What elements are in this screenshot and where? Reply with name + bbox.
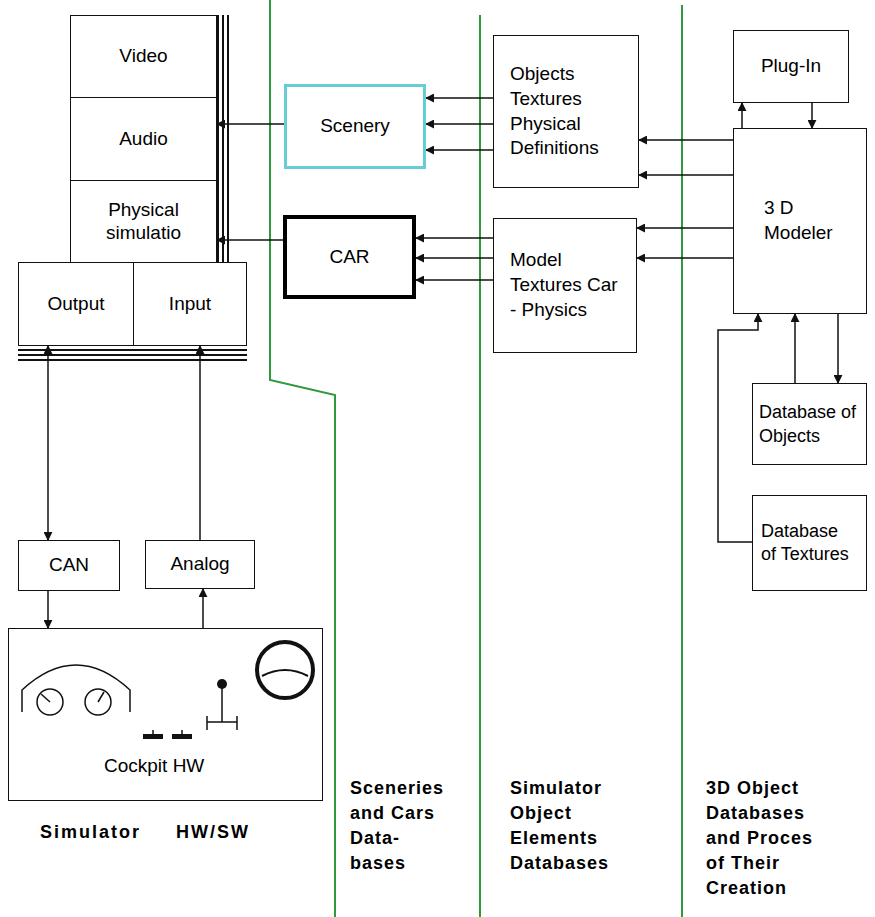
instrument-cluster [22,665,130,712]
connector-arrow [202,589,204,628]
box-text: Scenery [320,115,390,138]
connector-arrow [47,591,49,628]
column-caption: 3D Object Databases and Proces of Their … [706,776,834,901]
box-text: Cockpit HW [104,755,204,778]
bus-line [18,349,247,351]
process-box: Audio [70,97,217,181]
process-box: Output [18,262,134,346]
connector-arrow [199,346,201,540]
process-box: Objects Textures Physical Definitions [493,35,639,188]
process-box: Plug-In [733,30,849,103]
process-box: Physical simulatio [70,180,217,263]
connector-arrow [837,314,839,383]
box-text: Database of Textures [761,520,851,567]
box-text: CAN [49,554,89,577]
box-text: 3 D Modeler [764,196,854,245]
gear-stick [221,684,223,722]
connector-arrow [811,103,813,128]
connector-arrow [741,103,743,128]
connector-arrow [639,139,733,141]
pedal-symbol [172,734,192,739]
pedal-symbol [152,730,154,734]
bus-line [222,15,224,262]
pedal-symbol [181,730,183,734]
process-box: Database of Objects [752,383,867,465]
connector-arrow [217,239,283,241]
process-box: Scenery [284,84,426,169]
process-box: Input [133,262,247,346]
gauge-symbol [85,689,111,715]
connector-arrow [416,257,493,259]
gauge-needle [41,694,50,702]
box-text: Analog [170,553,229,576]
connector-arrow [426,149,493,151]
column-caption: Simulator Object Elements Databases [510,776,628,876]
pedal-symbol [143,734,163,739]
box-text: Video [119,45,167,68]
gauge-symbol [37,689,63,715]
bus-line [227,15,229,262]
gear-gate [206,716,208,730]
connector-arrow [639,174,733,176]
box-text: Input [169,293,211,316]
steering-wheel [257,642,313,698]
box-text: Objects Textures Physical Definitions [510,62,620,161]
connector-arrow [416,279,493,281]
connector-arrow [416,237,493,239]
connector-arrow [217,123,284,125]
box-text: Database of Objects [759,400,862,449]
connector-arrow [794,314,796,383]
box-text: Audio [119,128,168,151]
process-box: Video [70,15,217,98]
process-box: Database of Textures [752,495,867,591]
process-box: CAR [283,215,416,299]
process-box: Model Textures Car - Physics [493,218,637,353]
bus-line [18,359,247,361]
connector-arrow [637,257,733,259]
box-text: Physical simulatio [79,199,209,245]
column-caption: Sceneries and Cars Data- bases [350,776,462,876]
process-box: CAN [18,540,120,591]
connector-arrow [47,346,49,540]
separator-line [681,5,683,917]
bus-line [18,354,247,356]
process-box: 3 D Modeler [733,128,867,314]
box-text: Plug-In [761,55,821,78]
gauge-needle [98,692,104,702]
box-text: Model Textures Car - Physics [510,248,620,322]
connector-arrow [426,97,493,99]
connector-arrow [637,227,733,229]
gear-gate [207,721,237,723]
gear-gate [236,716,238,730]
separator-line [270,0,335,917]
connector-arrow [426,123,493,125]
box-text: CAR [329,246,369,269]
process-box: Cockpit HW [8,628,323,801]
process-box: Analog [145,540,255,589]
steering-wheel [262,670,308,676]
bus-line [217,15,219,262]
column-caption: Simulator HW/SW [40,820,310,845]
box-text: Output [47,293,104,316]
